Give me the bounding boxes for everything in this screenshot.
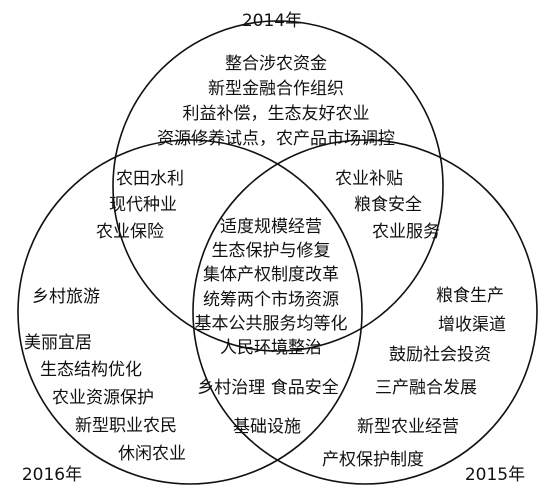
only-2014-item: 整合涉农资金 <box>225 54 327 74</box>
y2014-y2015-item: 粮食安全 <box>354 195 422 215</box>
y2015-y2016-item: 乡村治理 食品安全 <box>197 378 338 398</box>
only-2015-item: 增收渠道 <box>438 315 506 335</box>
y2014-y2015-item: 农业补贴 <box>335 169 403 189</box>
label-2014: 2014年 <box>242 11 302 31</box>
y2015-y2016-item: 基础设施 <box>233 417 301 437</box>
all-three-item: 人民环境整治 <box>220 338 322 358</box>
circle-2015 <box>192 139 538 485</box>
all-three-item: 统筹两个市场资源 <box>203 290 339 310</box>
all-three-item: 集体产权制度改革 <box>203 265 339 285</box>
only-2015-item: 三产融合发展 <box>375 378 477 398</box>
only-2015-item: 新型农业经营 <box>357 417 459 437</box>
only-2016-item: 美丽宜居 <box>24 333 92 353</box>
only-2016-item: 休闲农业 <box>118 444 186 464</box>
all-three-item: 基本公共服务均等化 <box>195 314 348 334</box>
all-three-item: 生态保护与修复 <box>212 241 331 261</box>
only-2015-item: 产权保护制度 <box>322 450 424 470</box>
only-2014-item: 资源修养试点，农产品市场调控 <box>157 129 395 149</box>
y2014-y2016-item: 农田水利 <box>116 169 184 189</box>
only-2014-item: 新型金融合作组织 <box>208 79 344 99</box>
y2014-y2016-item: 农业保险 <box>96 222 164 242</box>
only-2014-item: 利益补偿，生态友好农业 <box>183 104 370 124</box>
only-2015-item: 粮食生产 <box>436 286 504 306</box>
only-2016-item: 农业资源保护 <box>52 388 154 408</box>
y2014-y2016-item: 现代种业 <box>109 195 177 215</box>
all-three-item: 适度规模经营 <box>220 217 322 237</box>
label-2015: 2015年 <box>465 465 525 485</box>
circle-2014 <box>112 20 444 352</box>
only-2015-item: 鼓励社会投资 <box>389 345 491 365</box>
only-2016-item: 乡村旅游 <box>32 287 100 307</box>
y2014-y2015-item: 农业服务 <box>372 222 440 242</box>
only-2016-item: 新型职业农民 <box>75 416 177 436</box>
circle-2016 <box>17 139 363 485</box>
label-2016: 2016年 <box>22 465 82 485</box>
only-2016-item: 生态结构优化 <box>40 360 142 380</box>
